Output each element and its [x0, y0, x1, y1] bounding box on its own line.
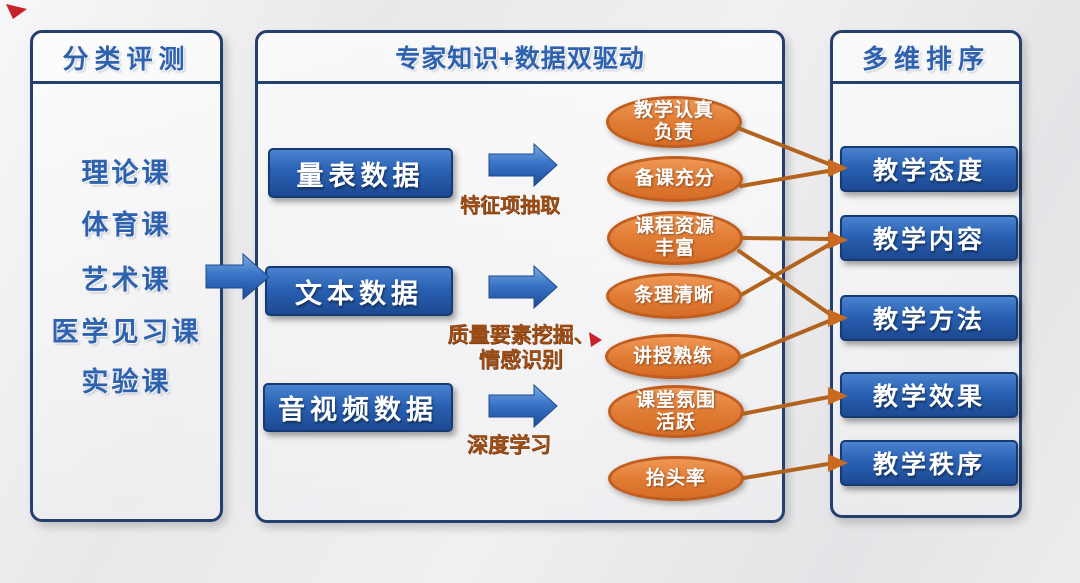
method-label-deep-learning: 深度学习: [467, 434, 551, 457]
ranking-panel-title: 多维排序: [833, 33, 1019, 84]
classification-panel: 分类评测 理论课 体育课 艺术课 医学见习课 实验课: [30, 30, 223, 522]
dimension-box-method: 教学方法: [840, 295, 1018, 341]
expert-data-panel-title: 专家知识+数据双驱动: [258, 33, 782, 84]
dimension-box-order: 教学秩序: [840, 440, 1018, 486]
ranking-panel: 多维排序: [830, 30, 1022, 518]
data-source-label: 音视频数据: [278, 395, 438, 425]
course-type-item-lab: 实验课: [81, 367, 172, 397]
data-source-box-audio-video: 音视频数据: [263, 383, 453, 432]
classification-panel-title: 分类评测: [33, 33, 220, 84]
course-type-item-medical: 医学见习课: [51, 317, 202, 347]
feature-ellipse-proficient: 讲授熟练: [605, 334, 741, 379]
course-type-item-art: 艺术课: [81, 265, 172, 295]
method-label-feature-extraction: 特征项抽取: [460, 195, 560, 217]
dimension-box-attitude: 教学态度: [840, 146, 1018, 192]
data-source-box-text: 文本数据: [265, 266, 453, 316]
course-type-item-pe: 体育课: [81, 210, 172, 240]
method-label-quality-mining: 质量要素挖掘、 情感识别: [447, 324, 595, 372]
dimension-box-content: 教学内容: [840, 215, 1018, 261]
feature-ellipse-resources: 课程资源 丰富: [607, 211, 743, 265]
course-type-item-theory: 理论课: [81, 158, 172, 188]
feature-ellipse-clear-logic: 条理清晰: [606, 273, 742, 319]
feature-ellipse-head-up-rate: 抬头率: [608, 456, 744, 501]
dimension-box-effect: 教学效果: [840, 372, 1018, 418]
feature-ellipse-atmosphere: 课堂氛围 活跃: [608, 385, 744, 438]
feature-ellipse-responsible: 教学认真 负责: [606, 96, 742, 148]
data-source-label: 量表数据: [296, 160, 425, 191]
data-source-box-scale: 量表数据: [268, 148, 453, 198]
data-source-label: 文本数据: [295, 278, 423, 309]
